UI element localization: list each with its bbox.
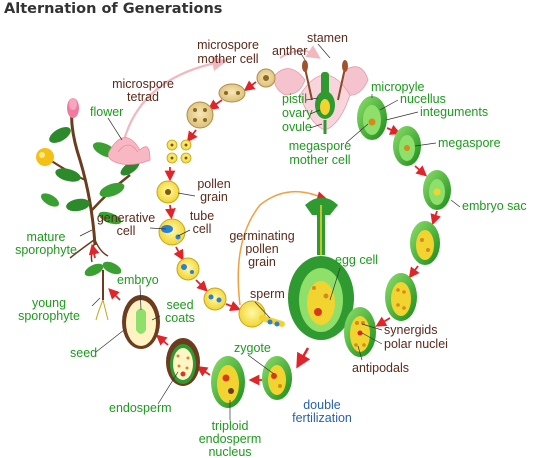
ovule-mature-embryo-sac <box>344 307 376 357</box>
pistil-fertilization <box>288 197 354 340</box>
pink-cycle-arc-2 <box>279 45 321 59</box>
seed-with-embryo <box>122 295 160 349</box>
label-double-fertilization-2: fertilization <box>292 411 352 425</box>
label-triploid-endosperm-nucleus-2: endosperm <box>199 432 262 446</box>
label-pistil: pistil <box>282 92 307 106</box>
label-microspore-mother-cell: microspore <box>197 38 259 52</box>
pointer-lines <box>79 43 461 420</box>
mature-sporophyte-plant <box>36 98 151 263</box>
label-tube-cell: tube <box>190 209 214 223</box>
label-microspore-tetrad-2: tetrad <box>127 90 159 104</box>
label-mature-sporophyte-2: sporophyte <box>15 243 77 257</box>
label-double-fertilization: double <box>303 398 341 412</box>
pollen-stage-4 <box>203 287 227 311</box>
label-sperm: sperm <box>250 287 285 301</box>
label-anther: anther <box>272 44 307 58</box>
label-pollen-grain-2: grain <box>200 190 228 204</box>
label-nucellus: nucellus <box>400 92 446 106</box>
flower-cross-section <box>274 60 369 134</box>
label-synergids: synergids <box>384 323 438 337</box>
label-tube-cell-2: cell <box>193 222 212 236</box>
label-megaspore: megaspore <box>438 136 501 150</box>
label-seed-coats: seed <box>166 298 193 312</box>
microspores <box>166 139 192 164</box>
label-micropyle: micropyle <box>371 80 425 94</box>
ovule-stage-embryo-sac-1 <box>410 221 440 265</box>
ovule-stage-megaspore <box>423 170 451 210</box>
ovule-stage-2 <box>393 126 421 166</box>
label-germinating-pollen-grain-3: grain <box>248 255 276 269</box>
label-microspore-tetrad: microspore <box>112 77 174 91</box>
label-embryo-sac: embryo sac <box>462 199 527 213</box>
pollen-generative-tube <box>158 218 186 246</box>
label-microspore-mother-cell-2: mother cell <box>197 52 258 66</box>
label-pollen-grain: pollen <box>197 177 230 191</box>
label-flower: flower <box>90 105 123 119</box>
diagram-title: Alternation of Generations <box>4 1 223 17</box>
dyad-cell <box>218 83 246 103</box>
germinating-pollen-grain <box>238 300 285 328</box>
ovule-stage-embryo-sac-2 <box>385 273 417 321</box>
arrow-pistil-to-seed <box>296 347 311 369</box>
label-ovary: ovary <box>282 106 313 120</box>
label-seed: seed <box>70 346 97 360</box>
label-zygote: zygote <box>234 341 271 355</box>
label-stamen: stamen <box>307 31 348 45</box>
label-megaspore-mother-cell-2: mother cell <box>289 153 350 167</box>
label-germinating-pollen-grain: germinating <box>229 229 294 243</box>
microspore-tetrad <box>186 101 214 129</box>
zygote-ovule <box>262 356 292 400</box>
ovule-stage-1 <box>357 96 387 140</box>
label-endosperm: endosperm <box>109 401 172 415</box>
label-triploid-endosperm-nucleus: triploid <box>212 419 249 433</box>
label-triploid-endosperm-nucleus-3: nucleus <box>208 445 251 458</box>
label-antipodals: antipodals <box>352 361 409 375</box>
label-polar-nuclei: polar nuclei <box>384 337 448 351</box>
label-megaspore-mother-cell: megaspore <box>289 139 352 153</box>
label-embryo: embryo <box>117 273 159 287</box>
triploid-endosperm-ovule <box>211 356 245 408</box>
pollen-stage-3 <box>176 257 200 281</box>
label-integuments: integuments <box>420 105 488 119</box>
label-generative-cell-2: cell <box>117 224 136 238</box>
label-seed-coats-2: coats <box>165 311 195 325</box>
label-young-sporophyte: young <box>32 296 66 310</box>
label-egg-cell: egg cell <box>335 253 378 267</box>
label-generative-cell: generative <box>97 211 155 225</box>
endosperm-seed <box>166 338 200 386</box>
young-sporophyte-plant <box>84 261 122 321</box>
label-germinating-pollen-grain-2: pollen <box>245 242 278 256</box>
label-mature-sporophyte: mature <box>27 230 66 244</box>
pollen-tube-path <box>237 190 316 306</box>
label-young-sporophyte-2: sporophyte <box>18 309 80 323</box>
label-ovule: ovule <box>282 120 312 134</box>
